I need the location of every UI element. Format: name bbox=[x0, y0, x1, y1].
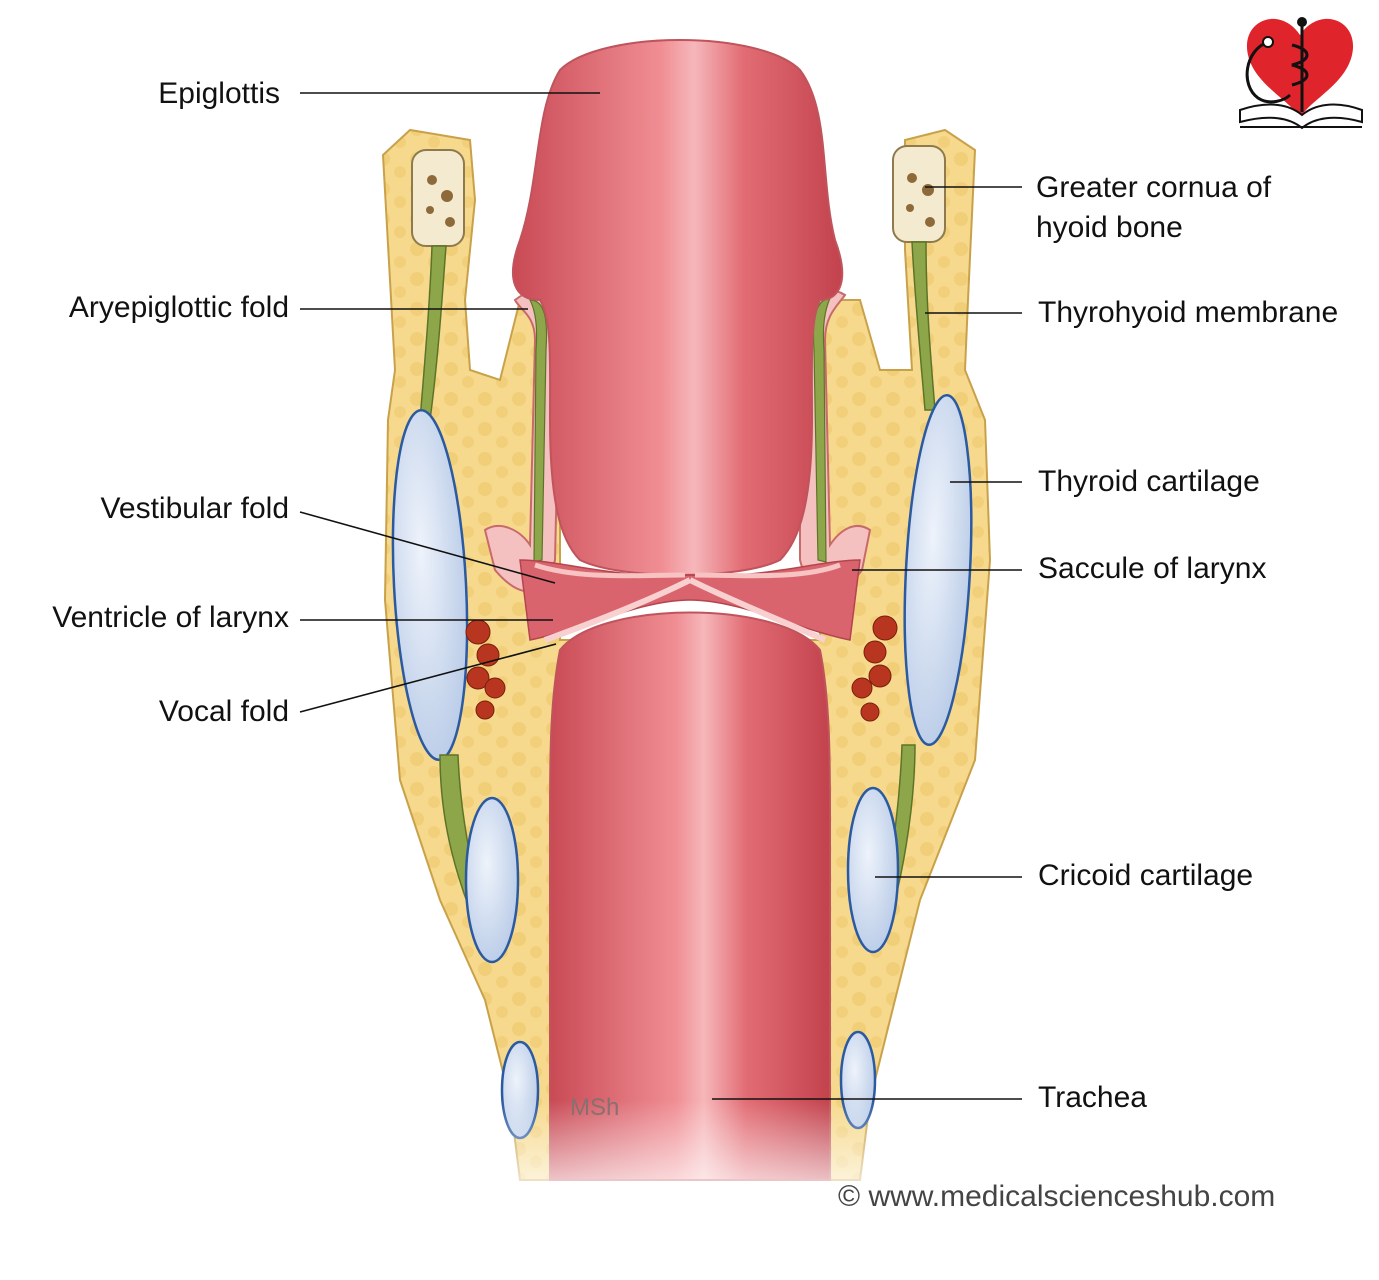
label-greater-cornua-line1: Greater cornua of bbox=[1036, 171, 1272, 204]
label-greater-cornua-line2: hyoid bone bbox=[1036, 211, 1183, 244]
label-saccule-of-larynx: Saccule of larynx bbox=[1038, 552, 1267, 585]
label-vocal-fold: Vocal fold bbox=[158, 695, 289, 728]
vocal-fold-right bbox=[688, 577, 827, 643]
artist-signature: MSh bbox=[570, 1094, 620, 1121]
leader-vocal bbox=[299, 643, 557, 713]
laryngeal-glands-right bbox=[851, 615, 898, 722]
copyright-notice: © www.medicalscienceshub.com bbox=[838, 1180, 1276, 1213]
label-thyrohyoid-membrane: Thyrohyoid membrane bbox=[1038, 296, 1339, 329]
label-epiglottis: Epiglottis bbox=[158, 77, 280, 110]
cricoid-cartilage-right bbox=[846, 786, 900, 954]
vestibular-fold-right bbox=[694, 562, 841, 579]
label-aryepiglottic-fold: Aryepiglottic fold bbox=[68, 291, 289, 324]
hyoid-bone-left bbox=[411, 149, 465, 247]
cricoid-cartilage-left bbox=[464, 796, 520, 964]
label-cricoid-cartilage: Cricoid cartilage bbox=[1038, 859, 1254, 892]
trachea-mucosa bbox=[549, 611, 831, 1181]
vestibular-fold-left bbox=[534, 562, 686, 579]
aryepiglottic-fold-right-core bbox=[812, 297, 831, 563]
vocal-fold-left bbox=[543, 577, 692, 643]
leader-lines bbox=[299, 92, 1022, 1100]
heart-caduceus-stethoscope-book-logo bbox=[1239, 17, 1363, 130]
leader-vestibular bbox=[299, 511, 556, 584]
epiglottis-mucosa bbox=[511, 39, 844, 576]
hyoid-bone-right bbox=[892, 145, 946, 243]
label-vestibular-fold: Vestibular fold bbox=[100, 492, 289, 525]
label-thyroid-cartilage: Thyroid cartilage bbox=[1038, 465, 1260, 498]
label-trachea: Trachea bbox=[1038, 1081, 1147, 1114]
aryepiglottic-fold-left-core bbox=[529, 299, 548, 563]
label-ventricle-of-larynx: Ventricle of larynx bbox=[52, 601, 289, 634]
